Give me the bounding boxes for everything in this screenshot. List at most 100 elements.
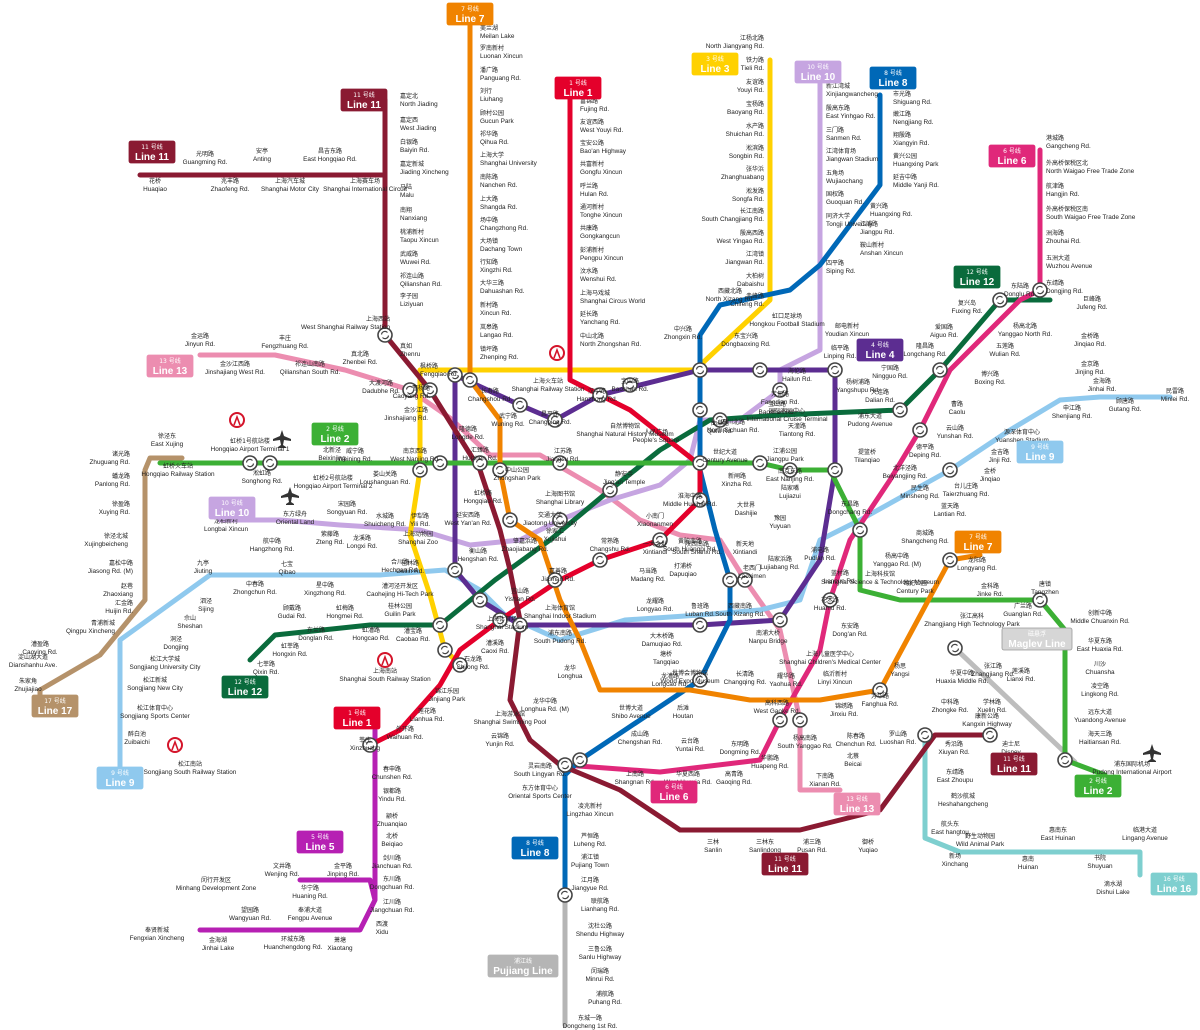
station[interactable]: 灵岩南路South Lingyan Rd.	[514, 762, 567, 778]
station[interactable]: 成山路Chengshan Rd.	[618, 730, 663, 746]
station[interactable]: 昌吉东路East Hongqiao Rd.	[303, 147, 357, 163]
station[interactable]: 金京路Jinjing Rd.	[1075, 360, 1105, 376]
station[interactable]: 望园路Wangyuan Rd.	[229, 906, 271, 922]
station[interactable]: 诸光路Zhuguang Rd.	[89, 450, 130, 466]
station[interactable]: 石龙路Shilong Rd.	[456, 655, 489, 671]
station[interactable]: 台儿庄路Taierzhuang Rd.	[943, 482, 990, 498]
station[interactable]: 七莘路Qixin Rd.	[253, 660, 280, 676]
station[interactable]: 嘉定北North Jiading	[400, 92, 438, 108]
station[interactable]: 合川路Hechuan Rd.	[381, 558, 419, 574]
station[interactable]: 闵行开发区Minhang Development Zone	[176, 876, 257, 892]
station[interactable]: 联航路Lianhang Rd.	[581, 897, 619, 913]
station[interactable]: 人民广场People's Square	[633, 428, 680, 444]
station[interactable]: 御桥Yuqiao	[858, 838, 878, 854]
station[interactable]: 祁华路Qihua Rd.	[480, 130, 509, 146]
station[interactable]: 张华浜Zhanghuabang	[721, 165, 764, 181]
station[interactable]: 上海大学Shanghai University	[480, 151, 538, 167]
station[interactable]: 莲溪路Lianxi Rd.	[1007, 667, 1036, 683]
station[interactable]: 鹤沙航城Heshahangcheng	[938, 792, 989, 808]
station[interactable]: 海伦路Hailun Rd.	[782, 367, 812, 383]
station[interactable]: 紫藤路Zteng Rd.	[316, 530, 344, 546]
station[interactable]: 交通大学Jiaotong University	[523, 511, 578, 527]
station[interactable]: 铁力路Tieli Rd.	[741, 56, 764, 72]
station[interactable]: 上海西站West Shanghai Railway Station	[301, 315, 390, 331]
station[interactable]: 航津路Hangjin Rd.	[1046, 182, 1080, 198]
station[interactable]: 友谊西路West Youyi Rd.	[580, 118, 623, 134]
station[interactable]: 云锦路Yunjin Rd.	[485, 732, 514, 748]
station[interactable]: 上海游泳馆Shanghai Swimming Pool	[474, 710, 547, 726]
station[interactable]: 富锦路Fujing Rd.	[580, 97, 609, 113]
station[interactable]: 宝山路Baoshan Rd.	[612, 377, 649, 393]
station[interactable]: 陆家嘴Lujiazui	[779, 484, 801, 500]
station[interactable]: 浦东国际机场Pudong International Airport	[1092, 760, 1171, 776]
station[interactable]: 野生动物园Wild Animal Park	[956, 832, 1005, 848]
station[interactable]: 潘广路Panguang Rd.	[480, 66, 521, 82]
station[interactable]: 浦东南路South Pudong Rd.	[534, 629, 586, 645]
station[interactable]: 洞泾Dongjing	[163, 635, 189, 651]
station[interactable]: 松江新城Songjiang New City	[127, 676, 184, 692]
station[interactable]: 迪士尼Disney	[1001, 740, 1021, 756]
station[interactable]: 金海路Jinhai Rd.	[1088, 377, 1117, 393]
station[interactable]: 上海儿童医学中心Shanghai Children's Medical Cent…	[779, 650, 882, 666]
station[interactable]: 东川路Dongchuan Rd.	[370, 875, 415, 891]
station[interactable]: 龙耀路Longyao Rd.	[637, 597, 673, 613]
station[interactable]: 松江大学城Songjiang University City	[129, 655, 201, 671]
station[interactable]: 世博大道Shibo Avenue	[611, 704, 651, 720]
station[interactable]: 徐盈路Xuying Rd.	[99, 500, 130, 516]
station[interactable]: 金沙江路Jinshajiang Rd.	[384, 406, 428, 422]
station[interactable]: 春申路Chunshen Rd.	[372, 765, 413, 781]
station[interactable]: 上大路Shangda Rd.	[480, 195, 518, 211]
station[interactable]: 文井路Wenjing Rd.	[265, 862, 300, 878]
station[interactable]: 金吉路Jinji Rd.	[989, 448, 1012, 464]
station[interactable]: 塘桥Tangqiao	[653, 650, 679, 666]
station[interactable]: 七宝Qibao	[278, 560, 295, 576]
station[interactable]: 豫园Yuyuan	[769, 514, 791, 530]
station[interactable]: 武宁路Wuning Rd.	[491, 412, 524, 428]
station[interactable]: 龙华中路Longhua Rd. (M)	[521, 697, 569, 713]
station[interactable]: 东陆路Donglu Rd.	[1004, 282, 1036, 298]
station[interactable]: 天潼路Tiantong Rd.	[779, 422, 816, 438]
station[interactable]: 博兴路Boxing Rd.	[974, 370, 1005, 386]
station[interactable]: 罗山路Luoshan Rd.	[880, 730, 916, 746]
station[interactable]: 延长路Yanchang Rd.	[580, 310, 620, 326]
station[interactable]: 虹桥火车站Hongqiao Railway Station	[141, 462, 215, 478]
station[interactable]: 水产路Shuichan Rd.	[726, 122, 765, 138]
station[interactable]: 淞发路Songfa Rd.	[732, 187, 764, 203]
station[interactable]: 上南路Shangnan Rd.	[615, 770, 656, 786]
station[interactable]: 东昌路Dongchang Rd.	[828, 500, 873, 516]
station[interactable]: 东方体育中心Oriental Sports Center	[508, 784, 572, 800]
station[interactable]: 南京东路East Nanjing Rd.	[766, 467, 814, 483]
station[interactable]: 商城路Shangcheng Rd.	[901, 529, 949, 545]
station[interactable]: 上海图书馆Shanghai Library	[536, 490, 585, 506]
station[interactable]: 蓝村路Lancun Rd.	[824, 569, 857, 585]
station[interactable]: 上海汽车城Shanghai Motor City	[261, 177, 320, 193]
station[interactable]: 九亭Jiuting	[194, 559, 213, 575]
station[interactable]: 松江体育中心Songjiang Sports Center	[120, 704, 191, 720]
station[interactable]: 云台路Yuntai Rd.	[675, 737, 705, 753]
station[interactable]: 隆德路Longde Rd.	[451, 425, 484, 441]
station[interactable]: 龙柏新村Longbai Xincun	[204, 517, 249, 533]
station[interactable]: 赤峰路Chifeng Rd.	[730, 292, 764, 308]
station[interactable]: 国际客运中心International Cruise Terminal	[746, 407, 827, 423]
station[interactable]: 祁连山路Qilianshan Rd.	[400, 272, 442, 288]
station[interactable]: 金平路Jinping Rd.	[327, 862, 359, 878]
station[interactable]: 西藏南路South Xizang Rd.	[715, 602, 765, 618]
station[interactable]: 共康路Gongkangcun	[580, 224, 620, 240]
station[interactable]: 丰庄Fengzhuang Rd.	[261, 334, 308, 350]
station[interactable]: 江川路Jiangchuan Rd.	[370, 898, 415, 914]
station[interactable]: 泗泾Sijing	[198, 597, 214, 613]
station[interactable]: 申江路Shenjiang Rd.	[1052, 404, 1092, 420]
station[interactable]: 临港大道Lingang Avenue	[1122, 826, 1168, 842]
station[interactable]: 隆昌路Longchang Rd.	[903, 342, 947, 358]
station[interactable]: 呼兰路Hulan Rd.	[580, 182, 609, 198]
station[interactable]: 嘉松中路Jiasong Rd. (M)	[88, 559, 133, 575]
station[interactable]: 江浦路Jiangpu Rd.	[860, 220, 894, 236]
station[interactable]: 大柏树Dabaishu	[737, 272, 764, 288]
station[interactable]: 桂林路Guilin Rd.	[396, 559, 424, 575]
station[interactable]: 陕西南路South Shanxi Rd.	[672, 540, 722, 556]
station[interactable]: 佘山Sheshan	[177, 614, 203, 630]
station[interactable]: 星中路Xingzhong Rd.	[304, 581, 346, 597]
station[interactable]: 金海湖Jinhai Lake	[202, 936, 235, 952]
station[interactable]: 宜山路Yishan Rd.	[504, 587, 535, 603]
station[interactable]: 上海火车站Shanghai Railway Station	[512, 377, 585, 393]
